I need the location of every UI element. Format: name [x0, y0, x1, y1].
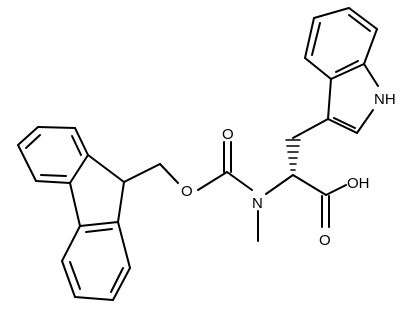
atom-label-indole-nh: NH: [374, 91, 396, 108]
backbone: [292, 174, 347, 228]
atom-label-oxygen-acid: O: [319, 232, 331, 249]
hashed-wedge-bond: [285, 139, 301, 171]
fluorene-group: [17, 126, 131, 301]
atom-label-hydroxyl: OH: [347, 175, 370, 192]
carbamate-linker: [123, 141, 294, 242]
indole-group: [292, 7, 379, 139]
atom-label-oxygen-carbonyl: O: [222, 126, 234, 143]
atom-label-nitrogen: N: [252, 195, 263, 212]
atom-label-oxygen-ester: O: [181, 183, 193, 200]
